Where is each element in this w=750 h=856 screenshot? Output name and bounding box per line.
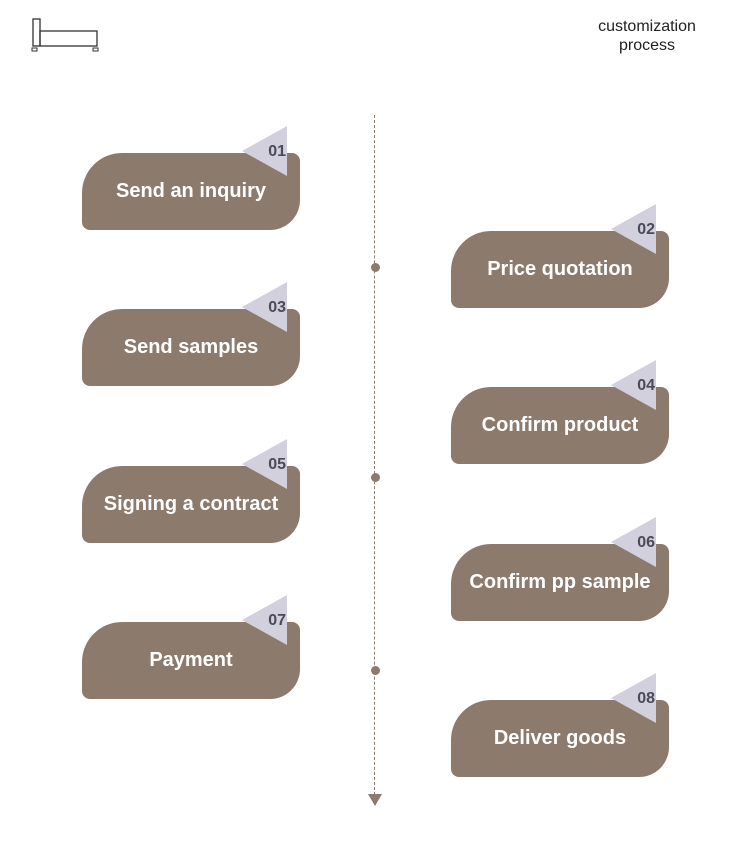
tag-triangle	[611, 360, 656, 410]
tag-triangle	[611, 673, 656, 723]
step-number: 03	[268, 299, 286, 316]
timeline-line	[374, 115, 375, 795]
step-number: 01	[268, 143, 286, 160]
title-line-1: customization	[598, 18, 696, 35]
step-label: Payment	[149, 649, 233, 671]
step-label: Confirm pp sample	[469, 571, 651, 593]
step-2: Price quotation 02	[451, 204, 669, 308]
step-4: Confirm product 04	[451, 360, 669, 464]
step-1: Send an inquiry 01	[82, 126, 300, 230]
step-7: Payment 07	[82, 595, 300, 699]
step-number: 05	[268, 456, 286, 473]
step-8: Deliver goods 08	[451, 673, 669, 777]
step-label: Send samples	[123, 336, 259, 358]
title-line-2: process	[618, 37, 676, 54]
step-label: Send an inquiry	[115, 180, 267, 202]
tag-triangle	[611, 517, 656, 567]
step-number: 08	[637, 690, 655, 707]
timeline-dot	[371, 473, 380, 482]
step-box: Confirm pp sample	[451, 544, 669, 621]
step-label: Deliver goods	[493, 727, 627, 749]
step-5: Signing a contract 05	[82, 439, 300, 543]
step-number: 02	[637, 221, 655, 238]
step-label: Signing a contract	[103, 493, 279, 515]
step-number: 06	[637, 534, 655, 551]
timeline-dot	[371, 263, 380, 272]
tag-triangle	[242, 595, 287, 645]
step-3: Send samples 03	[82, 282, 300, 386]
tag-triangle	[611, 204, 656, 254]
page-title: customization process	[582, 17, 712, 55]
step-6: Confirm pp sample 06	[451, 517, 669, 621]
step-label: Confirm product	[481, 414, 639, 436]
step-number: 07	[268, 612, 286, 629]
step-label: Price quotation	[487, 258, 633, 280]
timeline-dot	[371, 666, 380, 675]
step-number: 04	[637, 377, 655, 394]
arrow-down-icon	[368, 794, 382, 806]
bed-icon	[31, 18, 99, 52]
tag-triangle	[242, 282, 287, 332]
tag-triangle	[242, 126, 287, 176]
step-box: Deliver goods	[451, 700, 669, 777]
tag-triangle	[242, 439, 287, 489]
